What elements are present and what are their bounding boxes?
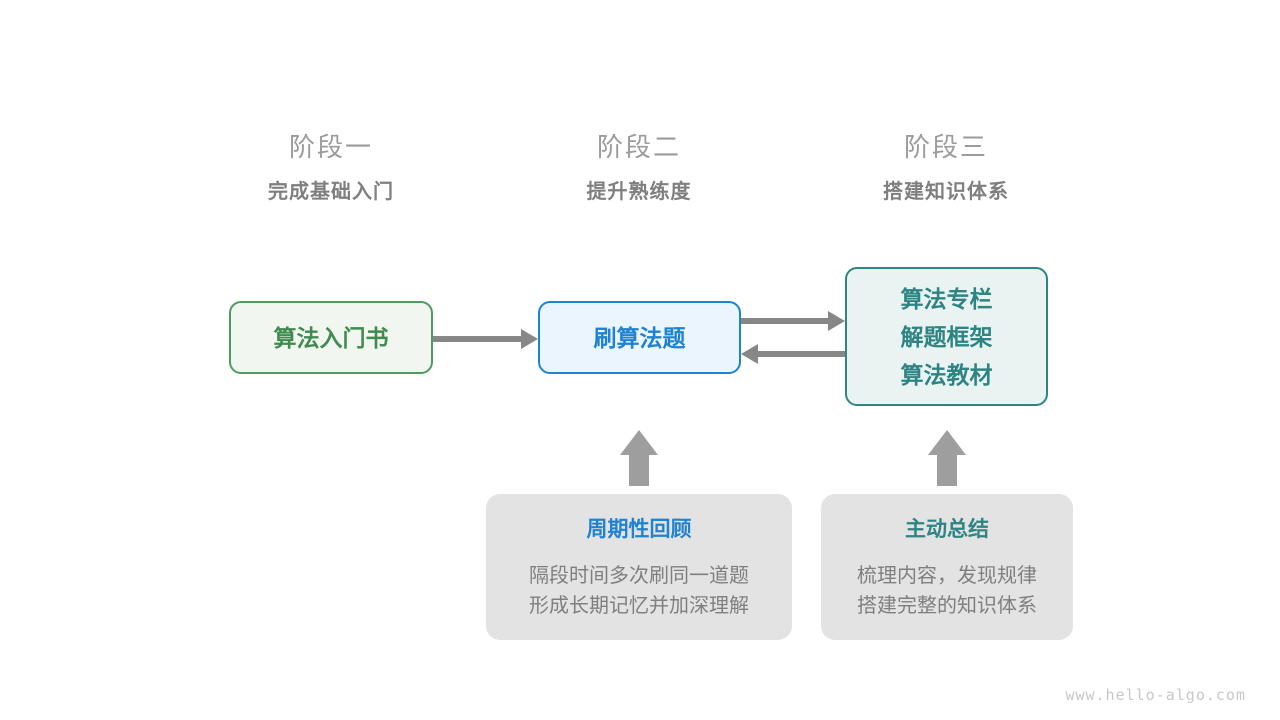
card-summary-body: 梳理内容，发现规律 搭建完整的知识体系 (857, 561, 1037, 621)
watermark-url: www.hello-algo.com (1065, 686, 1246, 704)
card-review-body-line-2: 形成长期记忆并加深理解 (529, 595, 749, 617)
card-review-body-line-1: 隔段时间多次刷同一道题 (529, 565, 749, 587)
stage-header-2: 阶段二 提升熟练度 (489, 130, 789, 207)
node-algorithm-intro-book[interactable]: 算法入门书 (229, 301, 433, 374)
card-summary-body-line-2: 搭建完整的知识体系 (857, 595, 1037, 617)
arrow-book-to-practice-icon (433, 329, 538, 349)
stage-header-3: 阶段三 搭建知识体系 (796, 130, 1096, 207)
card-summary-title: 主动总结 (905, 518, 989, 541)
node-knowledge-system[interactable]: 算法专栏 解题框架 算法教材 (845, 267, 1048, 406)
arrow-shaft (629, 454, 649, 486)
card-review-title: 周期性回顾 (586, 518, 692, 541)
arrow-up-review-icon (620, 430, 658, 486)
stage-title-3: 阶段三 (903, 132, 988, 162)
stage-title-2: 阶段二 (596, 132, 681, 162)
arrow-shaft (755, 351, 845, 357)
stage-header-1: 阶段一 完成基础入门 (181, 130, 481, 207)
arrow-head (928, 430, 966, 455)
node-system-label-3: 算法教材 (900, 361, 993, 388)
stage-subtitle-3: 搭建知识体系 (883, 181, 1009, 203)
stage-title-1: 阶段一 (288, 132, 373, 162)
node-system-label-2: 解题框架 (900, 323, 993, 350)
arrow-shaft (433, 336, 524, 342)
arrow-head (828, 311, 845, 331)
card-summary-body-line-1: 梳理内容，发现规律 (857, 565, 1037, 587)
node-practice-label: 刷算法题 (593, 324, 686, 351)
arrow-shaft (741, 318, 831, 324)
arrow-head (620, 430, 658, 455)
node-system-label-1: 算法专栏 (900, 285, 993, 312)
node-book-label: 算法入门书 (273, 324, 389, 351)
card-review-body: 隔段时间多次刷同一道题 形成长期记忆并加深理解 (529, 561, 749, 621)
node-practice-problems[interactable]: 刷算法题 (538, 301, 741, 374)
arrow-head (521, 329, 538, 349)
arrow-shaft (937, 454, 957, 486)
stage-subtitle-2: 提升熟练度 (586, 181, 692, 203)
arrow-system-to-practice-icon (741, 344, 845, 364)
card-active-summary[interactable]: 主动总结 梳理内容，发现规律 搭建完整的知识体系 (821, 494, 1073, 640)
arrow-head (741, 344, 758, 364)
arrow-up-summary-icon (928, 430, 966, 486)
stage-subtitle-1: 完成基础入门 (268, 181, 394, 203)
arrow-practice-to-system-icon (741, 311, 845, 331)
card-periodic-review[interactable]: 周期性回顾 隔段时间多次刷同一道题 形成长期记忆并加深理解 (486, 494, 792, 640)
